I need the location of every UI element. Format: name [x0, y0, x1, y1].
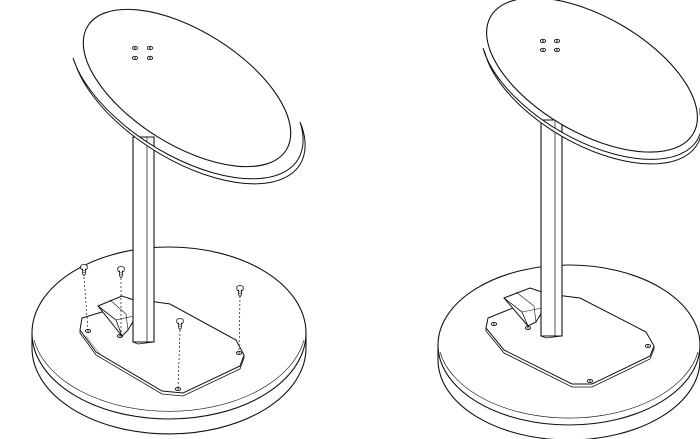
table-top — [58, 0, 317, 198]
panel-before — [32, 0, 316, 434]
support-column — [133, 137, 154, 344]
panel-after — [438, 0, 700, 439]
screws-exploded — [80, 264, 244, 389]
support-column — [541, 120, 562, 338]
table-top — [462, 0, 700, 184]
